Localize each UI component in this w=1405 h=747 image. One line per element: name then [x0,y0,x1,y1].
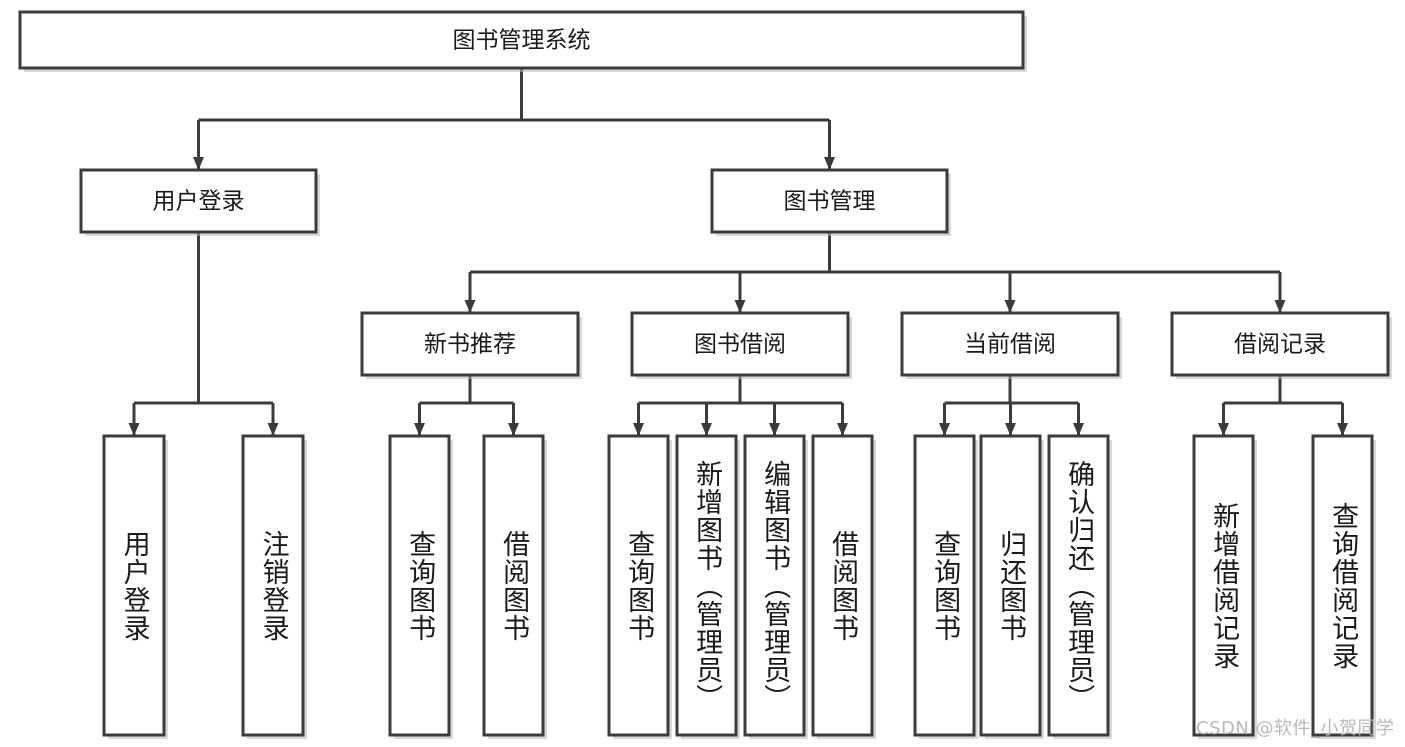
node-label-book-management: 图书管理 [784,189,876,215]
arrow-head [824,157,835,170]
node-label-book-borrow: 图书借阅 [694,332,786,358]
node-box-leaf-borrow-book[interactable] [811,434,874,737]
connector-edges-layer [128,68,1348,436]
node-label-borrow-record: 借阅记录 [1234,332,1326,358]
node-label-leaf-return-book: 归还图书 [995,529,1027,642]
node-box-new-book-recommend[interactable] [360,311,580,377]
arrow-head [1005,423,1016,436]
arrow-head [193,157,204,170]
arrow-head [1274,300,1286,313]
node-label-leaf-query-borrow-record: 查询借阅记录 [1327,501,1359,670]
node-box-leaf-add-borrow-record[interactable] [1192,434,1255,737]
node-box-leaf-confirm-return-admin[interactable] [1047,434,1110,737]
node-box-leaf-logout[interactable] [241,434,305,737]
arrow-head [633,423,644,436]
node-label-leaf-add-borrow-record: 新增借阅记录 [1208,501,1240,670]
node-label-root: 图书管理系统 [453,28,591,54]
node-box-leaf-user-login[interactable] [102,434,166,737]
node-box-leaf-query-book-borrow[interactable] [607,434,670,737]
node-box-leaf-query-book-current[interactable] [913,434,976,737]
arrow-head [769,423,780,436]
arrow-head [1073,423,1084,436]
arrow-head [1337,423,1348,436]
node-box-borrow-record[interactable] [1170,311,1390,377]
node-boxes-layer [18,10,1392,739]
watermark-text: CSDN @软件_小贺同学 [1196,718,1395,739]
node-label-new-book-recommend: 新书推荐 [424,332,516,358]
arrow-head [414,423,425,436]
node-label-leaf-borrow-book: 借阅图书 [827,529,859,642]
node-label-leaf-borrow-book-recommend: 借阅图书 [498,529,530,642]
arrow-head [464,300,476,313]
node-box-current-borrow[interactable] [900,311,1120,377]
node-box-leaf-query-book-recommend[interactable] [388,434,451,737]
arrow-head [939,423,950,436]
node-label-leaf-user-login: 用户登录 [118,529,150,642]
node-box-book-borrow[interactable] [630,311,850,377]
node-label-leaf-confirm-return-admin: 确认归还（管理员） [1063,459,1095,712]
arrow-head [701,423,712,436]
node-box-book-management[interactable] [710,168,949,234]
arrow-head [267,423,279,436]
node-box-leaf-add-book-admin[interactable] [675,434,738,737]
node-box-leaf-borrow-book-recommend[interactable] [482,434,545,737]
arrow-head [1218,423,1229,436]
node-box-leaf-return-book[interactable] [979,434,1042,737]
arrow-head [837,423,848,436]
arrow-head [508,423,519,436]
node-box-user-login[interactable] [79,168,318,234]
node-label-leaf-add-book-admin: 新增图书（管理员） [691,459,723,712]
arrow-head [128,423,140,436]
node-box-leaf-query-borrow-record[interactable] [1311,434,1374,737]
node-label-user-login: 用户登录 [153,189,245,215]
node-label-leaf-query-book-borrow: 查询图书 [623,529,655,642]
node-label-leaf-query-book-current: 查询图书 [929,529,961,642]
node-box-leaf-edit-book-admin[interactable] [743,434,806,737]
arrow-head [1004,300,1016,313]
node-label-leaf-logout: 注销登录 [257,529,289,642]
node-box-root[interactable] [18,10,1025,70]
node-label-leaf-edit-book-admin: 编辑图书（管理员） [759,459,791,712]
node-label-leaf-query-book-recommend: 查询图书 [404,529,436,642]
node-label-current-borrow: 当前借阅 [964,332,1056,358]
arrow-head [734,300,746,313]
